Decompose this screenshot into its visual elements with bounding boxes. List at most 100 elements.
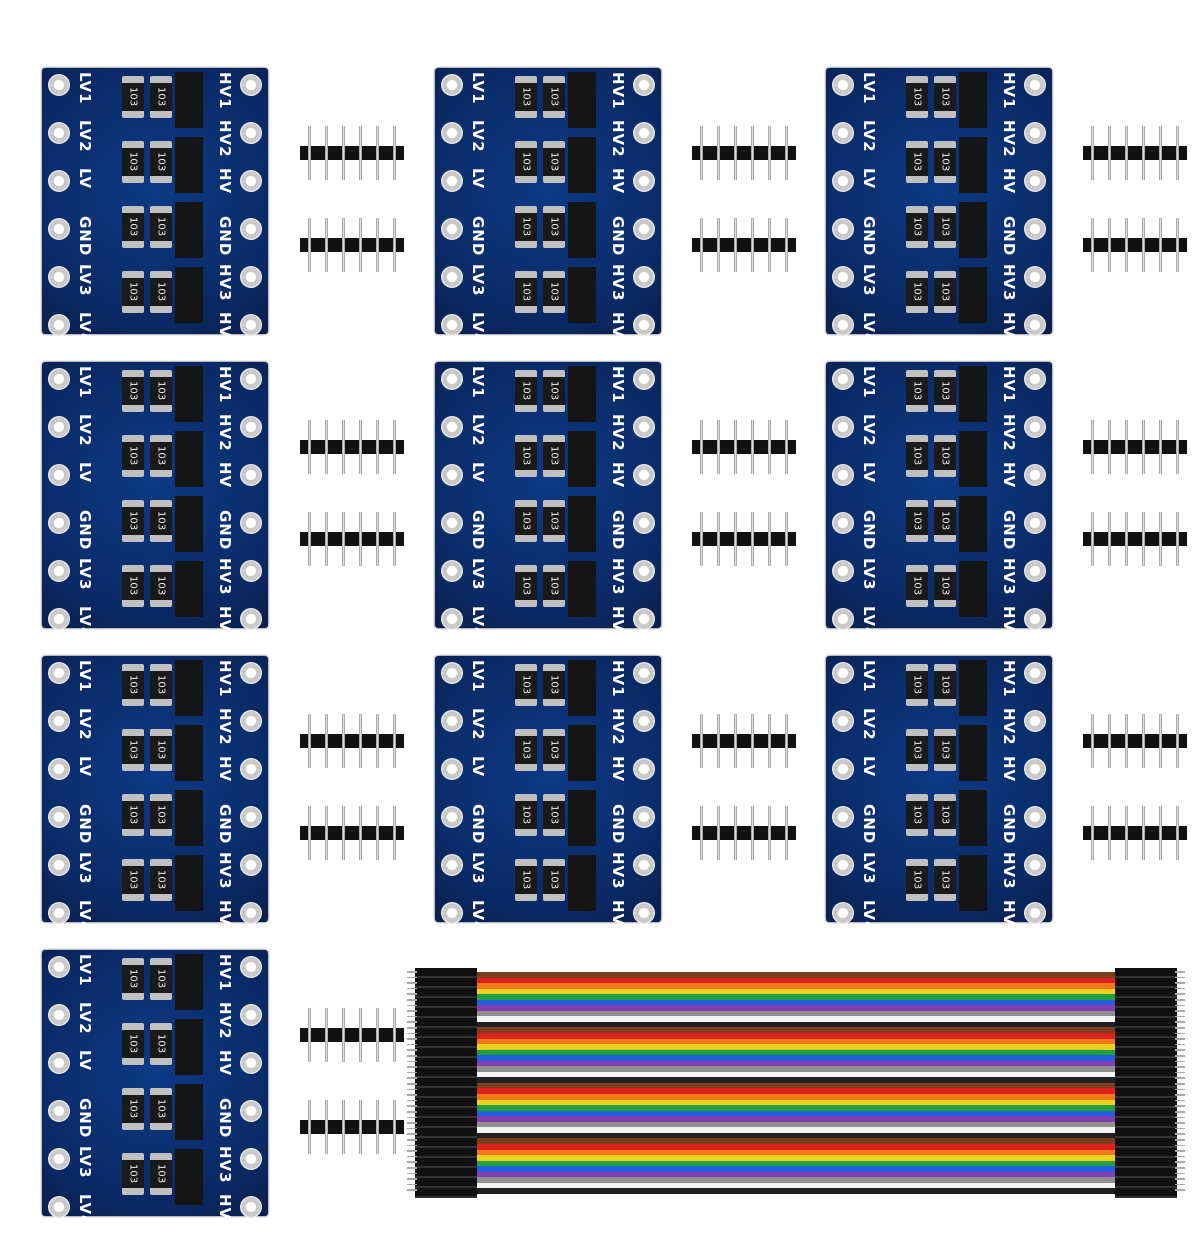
pin-label: HV4: [609, 606, 627, 644]
solder-pad: [240, 368, 262, 390]
resistor-marking: 103: [150, 671, 172, 699]
solder-pad: [441, 314, 463, 336]
solder-pad: [48, 122, 70, 144]
solder-pad: [633, 314, 655, 336]
mosfet: [959, 725, 987, 781]
pin-label: LV2: [860, 708, 878, 741]
resistor-marking: 103: [122, 1030, 144, 1058]
resistor-marking: 103: [543, 442, 565, 470]
resistor: 103: [906, 141, 928, 183]
mosfet: [175, 1084, 203, 1140]
resistor-marking: 103: [122, 671, 144, 699]
resistor-marking: 103: [150, 83, 172, 111]
resistor-marking: 103: [122, 866, 144, 894]
resistor: 103: [122, 958, 144, 1000]
solder-pad: [633, 368, 655, 390]
solder-pad: [633, 122, 655, 144]
resistor: 103: [515, 76, 537, 118]
mosfet: [959, 855, 987, 911]
solder-pad: [240, 608, 262, 630]
resistor: 103: [150, 76, 172, 118]
resistor: 103: [515, 370, 537, 412]
solder-pad: [240, 956, 262, 978]
solder-pad: [441, 854, 463, 876]
resistor-marking: 103: [934, 442, 956, 470]
mosfet: [568, 790, 596, 846]
pin-label: LV4: [469, 312, 487, 345]
pin-label: LV1: [76, 366, 94, 399]
solder-pad: [48, 806, 70, 828]
resistor: 103: [122, 859, 144, 901]
pin-label: LV3: [76, 264, 94, 297]
jumper-wire: [477, 1099, 1115, 1106]
pin-label: HV: [609, 168, 627, 195]
solder-pad: [1024, 758, 1046, 780]
solder-pad: [1024, 416, 1046, 438]
pin-label: GND: [216, 216, 234, 257]
resistor-marking: 103: [150, 1030, 172, 1058]
solder-pad: [832, 368, 854, 390]
resistor: 103: [906, 500, 928, 542]
solder-pad: [240, 74, 262, 96]
resistor-marking: 103: [934, 83, 956, 111]
resistor: 103: [906, 206, 928, 248]
solder-pad: [240, 512, 262, 534]
solder-pad: [240, 662, 262, 684]
mosfet: [568, 366, 596, 422]
resistor-marking: 103: [543, 83, 565, 111]
resistor: 103: [934, 500, 956, 542]
resistor-marking: 103: [122, 148, 144, 176]
pin-label: HV2: [216, 120, 234, 158]
pin-label: HV3: [1000, 264, 1018, 302]
jumper-wire: [477, 1071, 1115, 1078]
resistor: 103: [150, 664, 172, 706]
pin-header: [692, 420, 796, 474]
mosfet: [959, 660, 987, 716]
resistor-marking: 103: [543, 736, 565, 764]
solder-pad: [633, 560, 655, 582]
pin-label: HV: [216, 462, 234, 489]
pin-label: LV: [469, 462, 487, 484]
pin-label: HV4: [216, 312, 234, 350]
pin-header: [1083, 512, 1187, 566]
pin-label: LV3: [469, 264, 487, 297]
resistor: 103: [543, 500, 565, 542]
solder-pad: [240, 314, 262, 336]
solder-pad: [48, 608, 70, 630]
solder-pad: [48, 1052, 70, 1074]
pin-label: GND: [1000, 216, 1018, 257]
resistor-marking: 103: [150, 507, 172, 535]
solder-pad: [832, 758, 854, 780]
mosfet: [568, 855, 596, 911]
pin-label: HV4: [216, 606, 234, 644]
solder-pad: [1024, 314, 1046, 336]
solder-pad: [441, 368, 463, 390]
pin-label: LV4: [469, 900, 487, 933]
mosfet: [959, 202, 987, 258]
pin-label: HV3: [216, 558, 234, 596]
resistor: 103: [515, 565, 537, 607]
pin-label: HV1: [609, 660, 627, 698]
resistor: 103: [150, 729, 172, 771]
jumper-wire: [477, 1116, 1115, 1122]
mosfet: [959, 496, 987, 552]
resistor: 103: [543, 271, 565, 313]
solder-pad: [1024, 122, 1046, 144]
solder-pad: [240, 416, 262, 438]
pin-label: LV4: [860, 900, 878, 933]
jumper-wire: [477, 988, 1115, 995]
solder-pad: [633, 512, 655, 534]
solder-pad: [240, 806, 262, 828]
resistor: 103: [122, 1023, 144, 1065]
resistor: 103: [515, 859, 537, 901]
resistor: 103: [543, 76, 565, 118]
resistor: 103: [122, 435, 144, 477]
solder-pad: [48, 560, 70, 582]
jumper-wire: [477, 972, 1115, 978]
resistor-marking: 103: [543, 213, 565, 241]
solder-pad: [1024, 902, 1046, 924]
pin-label: HV4: [609, 312, 627, 350]
mosfet: [175, 267, 203, 323]
